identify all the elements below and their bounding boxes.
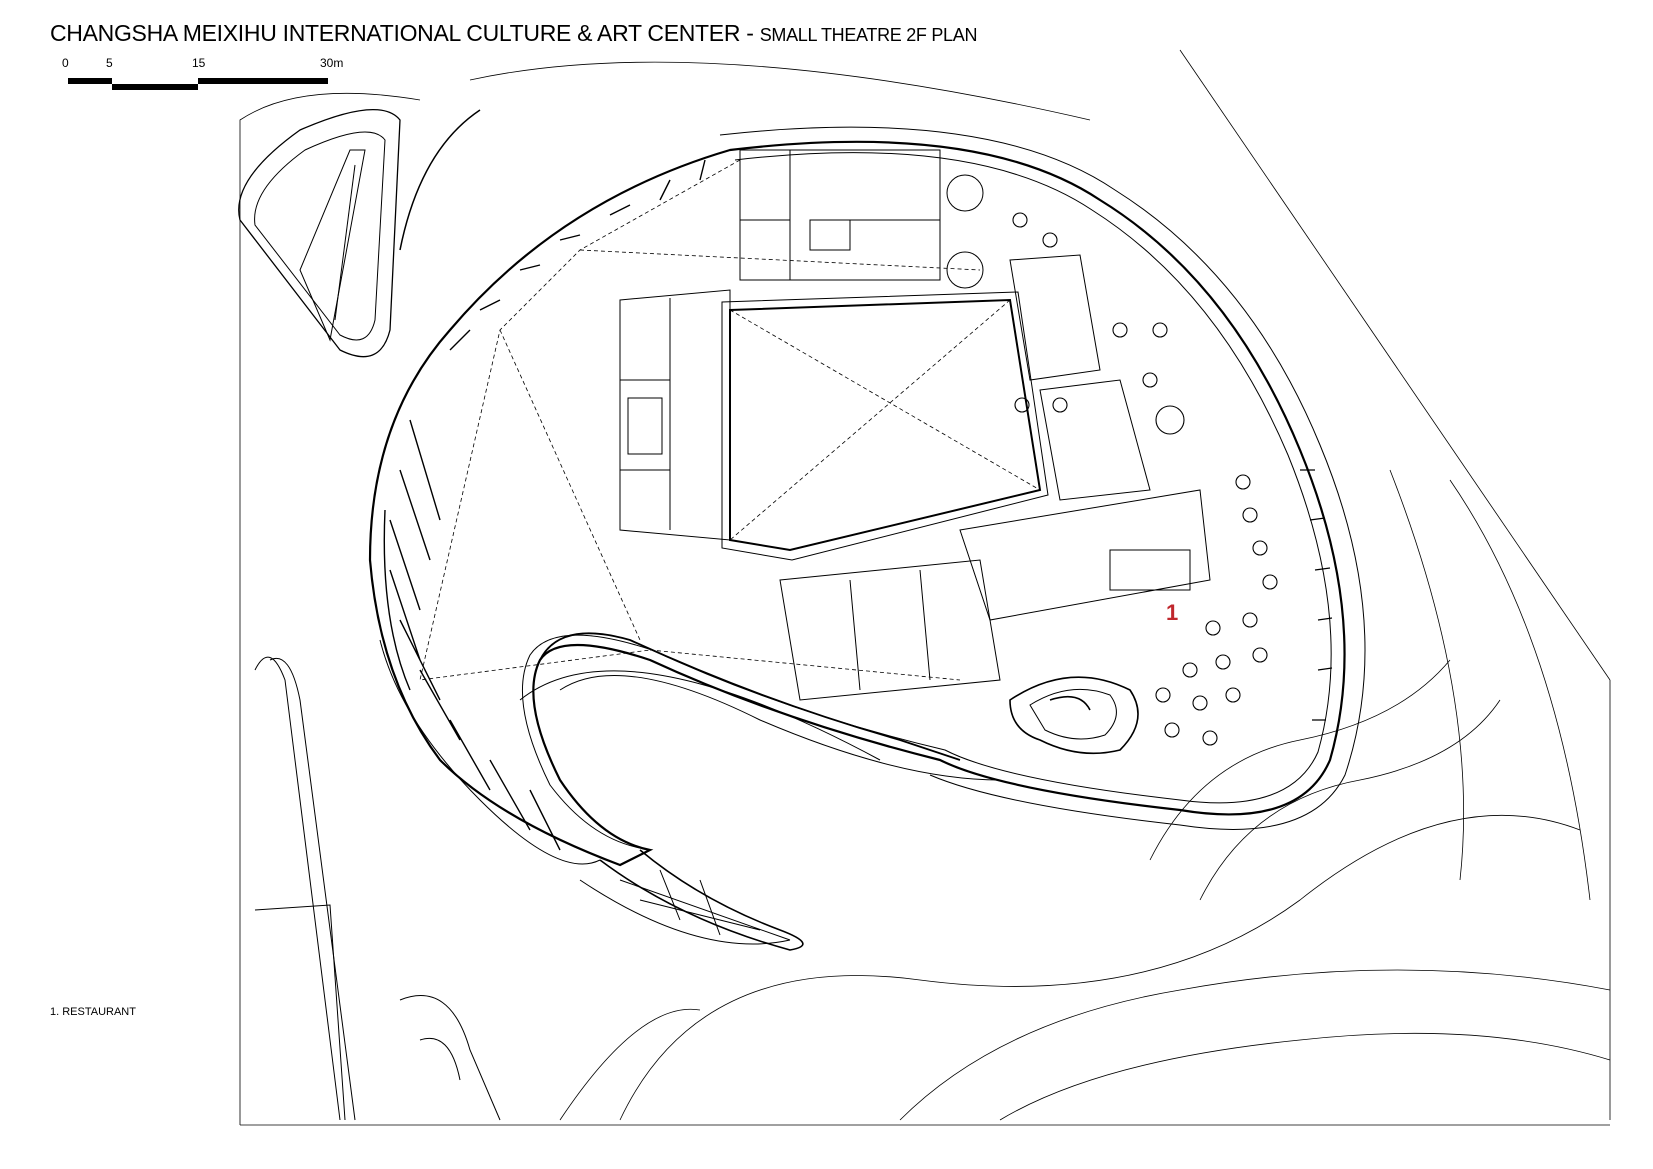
southwest-lower-pod: [254, 656, 501, 1121]
dashed-guide-lines: [419, 159, 981, 681]
scale-tick-30: 30m: [320, 56, 344, 70]
legend-item-restaurant: 1. RESTAURANT: [50, 1006, 136, 1018]
scale-segment-3: [198, 78, 328, 84]
drawing-title: CHANGSHA MEIXIHU INTERNATIONAL CULTURE &…: [50, 20, 977, 47]
title-main: CHANGSHA MEIXIHU INTERNATIONAL CULTURE &…: [50, 20, 741, 46]
title-separator: -: [740, 20, 760, 46]
scale-bar: 0 5 15 30m: [58, 56, 358, 96]
spiral-stair-pod: [1009, 676, 1139, 755]
north-service-core: [739, 149, 984, 289]
restaurant-tables: [1012, 212, 1278, 746]
site-lines: [239, 49, 1611, 1126]
scale-segment-2: [112, 84, 198, 90]
title-sub: SMALL THEATRE 2F PLAN: [759, 25, 978, 45]
legend: 1. RESTAURANT: [50, 1006, 136, 1018]
scale-tick-15: 15: [192, 56, 206, 70]
east-rooms: [779, 254, 1211, 701]
south-crescent: [379, 632, 1001, 951]
west-facade-structure: [383, 159, 706, 851]
east-facade-fins: [1300, 469, 1333, 721]
scale-tick-5: 5: [106, 56, 113, 70]
building-envelope: [368, 126, 1366, 867]
northwest-pod: [238, 109, 481, 358]
scale-segment-1: [68, 78, 112, 84]
room-marker-restaurant: 1: [1166, 600, 1179, 625]
scale-tick-0: 0: [62, 56, 69, 70]
small-theatre-box: [619, 289, 1049, 561]
